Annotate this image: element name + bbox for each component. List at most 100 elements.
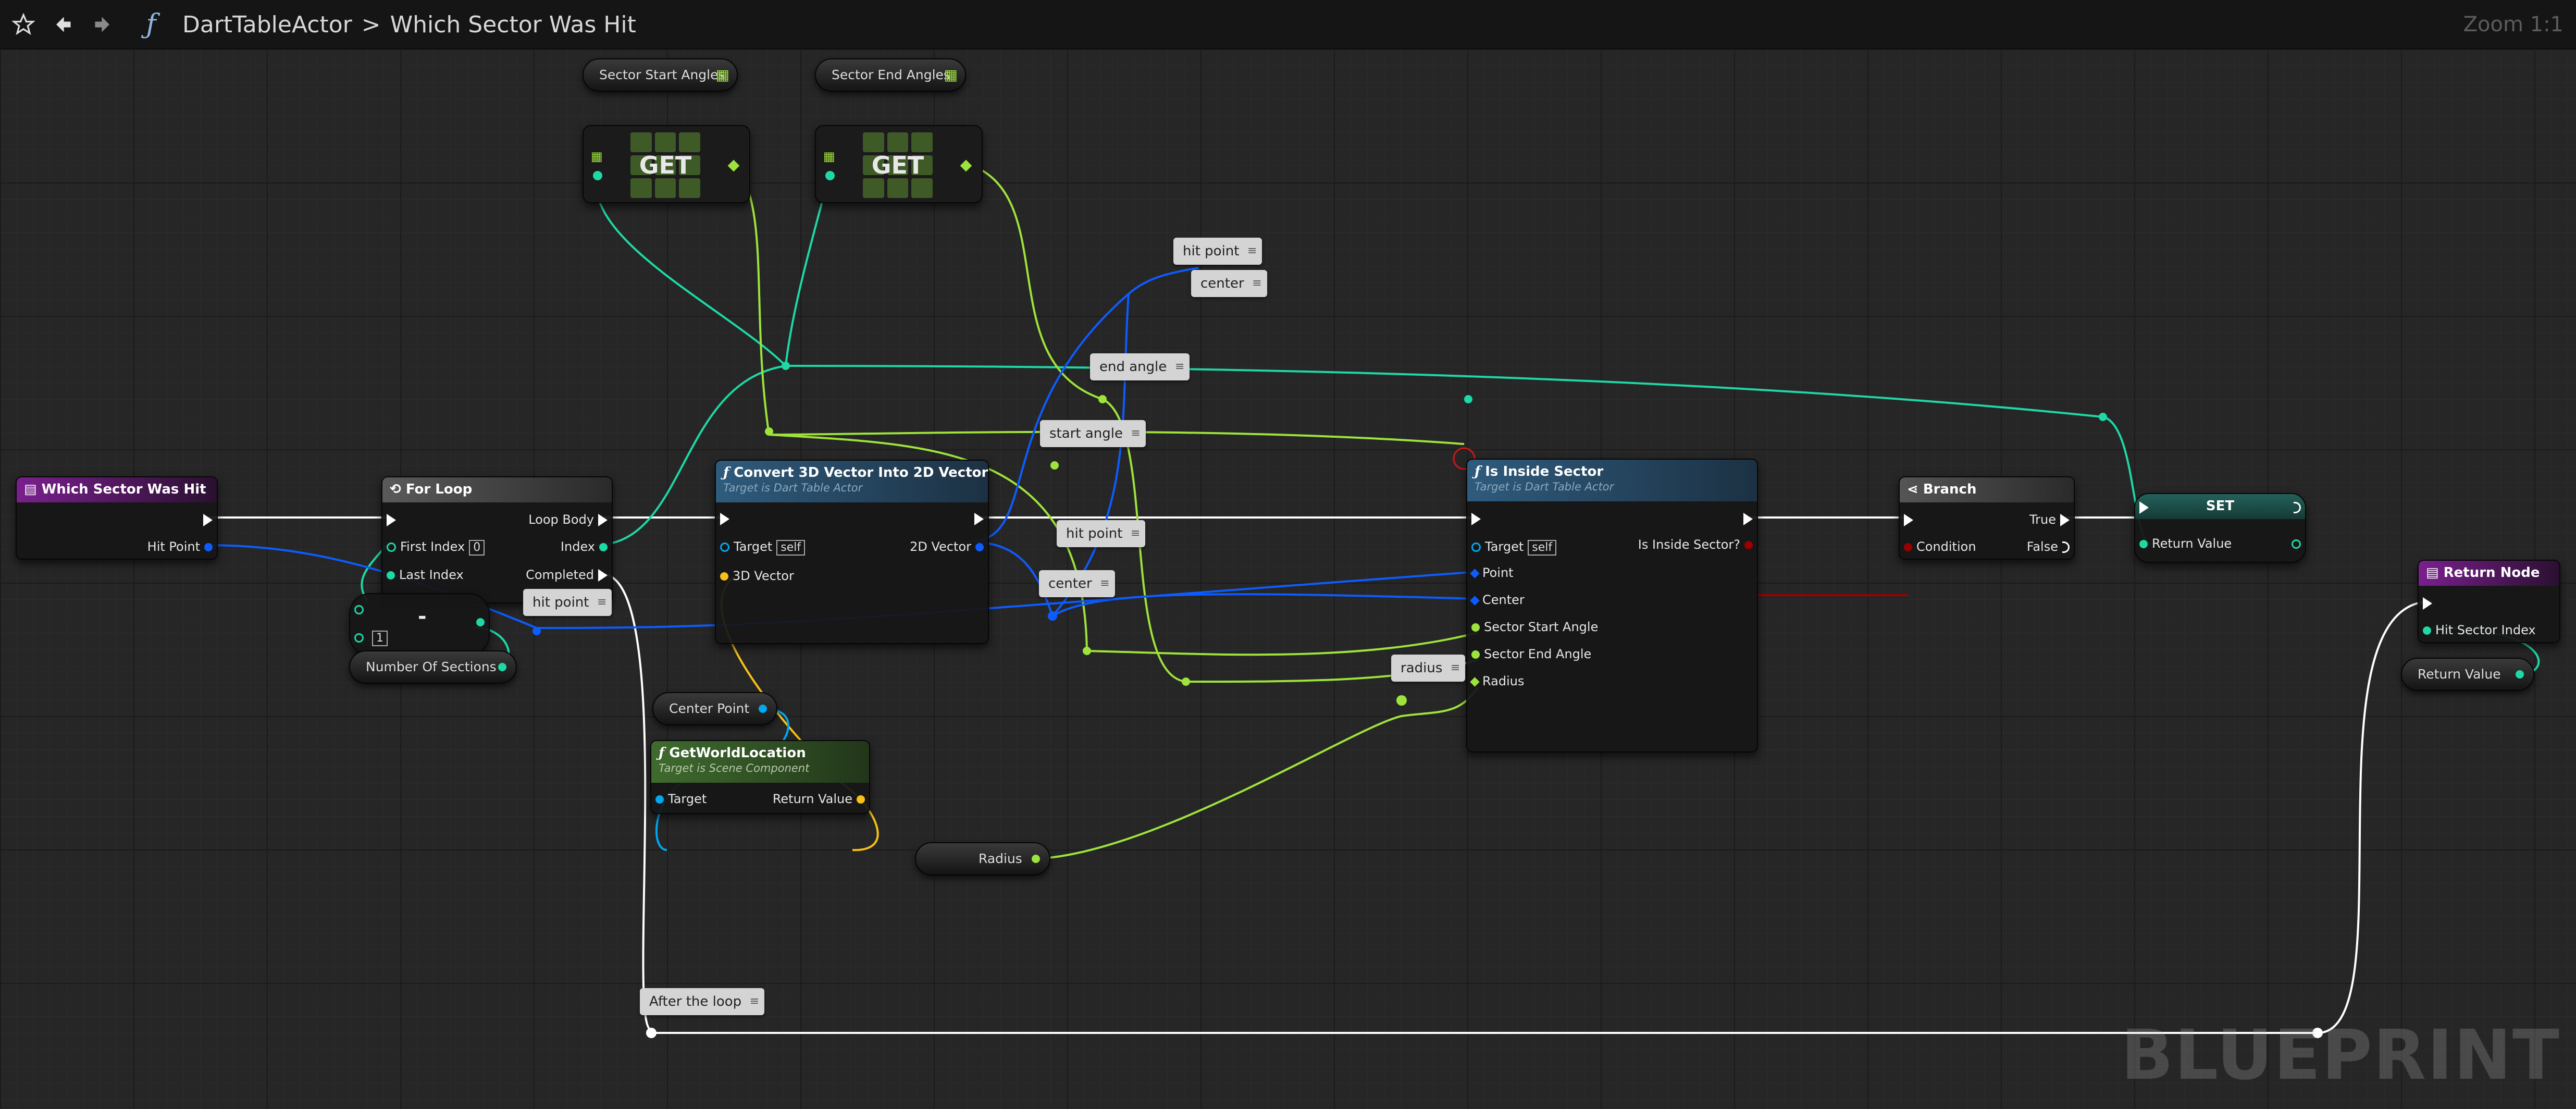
get-output-pin[interactable] — [727, 159, 740, 172]
array-pin-icon: ▦ — [715, 66, 729, 83]
is-inside-header[interactable]: ƒ Is Inside Sector Target is Dart Table … — [1467, 460, 1757, 501]
return-exec-in[interactable] — [2419, 595, 2436, 611]
forward-arrow-icon[interactable] — [85, 0, 122, 49]
reroute-label-center-top[interactable]: center — [1191, 270, 1267, 297]
star-icon[interactable] — [5, 0, 42, 49]
get-node-label: GET — [871, 151, 924, 179]
reroute-label-start-angle[interactable]: start angle — [1040, 420, 1146, 447]
completed-pin[interactable]: Completed — [526, 567, 612, 583]
set-exec-in[interactable] — [2135, 499, 2153, 515]
index-pin[interactable]: Index — [561, 539, 612, 554]
reroute-label-hit-point-top[interactable]: hit point — [1173, 238, 1262, 265]
set-value-pin[interactable]: Return Value — [2135, 536, 2232, 551]
set-output-pin[interactable] — [2287, 536, 2305, 551]
reroute-label-hit-point-mid[interactable]: hit point — [1057, 520, 1146, 547]
subtract-value-input[interactable]: 1 — [372, 631, 388, 646]
center-point-var[interactable]: Center Point — [652, 692, 777, 725]
return-node-header[interactable]: ▤ Return Node — [2419, 561, 2559, 586]
inside-start-pin[interactable]: Sector Start Angle — [1467, 619, 1598, 635]
subtract-input-b[interactable]: 1 — [350, 630, 388, 646]
gwl-target-pin[interactable]: Target — [651, 791, 707, 807]
integer-pin-icon — [498, 663, 506, 671]
wire-center-top — [1051, 293, 1130, 617]
get-world-location-node[interactable]: ƒ GetWorldLocation Target is Scene Compo… — [650, 740, 870, 814]
last-index-pin[interactable]: Last Index — [382, 567, 464, 583]
inside-end-pin[interactable]: Sector End Angle — [1467, 646, 1591, 662]
breadcrumb-class[interactable]: DartTableActor — [182, 11, 352, 38]
reroute-label-hit-point-left[interactable]: hit point — [523, 589, 612, 616]
hit-sector-index-pin[interactable]: Hit Sector Index — [2419, 622, 2536, 638]
number-of-sections-var[interactable]: Number Of Sections — [349, 650, 517, 684]
subtract-input-a[interactable] — [350, 601, 368, 617]
vector2d-pin-icon — [204, 543, 213, 551]
inside-radius-pin[interactable]: Radius — [1467, 673, 1524, 689]
convert-3d-to-2d-node[interactable]: ƒ Convert 3D Vector Into 2D Vector Targe… — [715, 460, 989, 644]
get-node-start-angles[interactable]: GET ▦ — [583, 125, 750, 203]
get-node-end-angles[interactable]: GET ▦ — [815, 125, 983, 203]
entry-exec-out[interactable] — [199, 512, 217, 527]
wire-completed-reroute — [602, 573, 652, 1031]
wire-hitpoint-top — [969, 267, 1199, 543]
get-output-pin[interactable] — [960, 159, 972, 172]
reroute-label-after-loop[interactable]: After the loop — [640, 988, 765, 1015]
reroute-dots — [532, 362, 2323, 1038]
inside-exec-in[interactable] — [1467, 511, 1485, 526]
breadcrumb-function[interactable]: Which Sector Was Hit — [390, 11, 636, 38]
loop-body-pin[interactable]: Loop Body — [528, 512, 612, 527]
subtract-operator: - — [418, 605, 427, 629]
branch-header[interactable]: ⋖ Branch — [1900, 477, 2074, 502]
set-node[interactable]: SET Return Value — [2134, 493, 2306, 563]
branch-false-pin[interactable]: False — [2027, 539, 2074, 554]
set-header[interactable]: SET — [2135, 494, 2305, 519]
convert-3dvector-pin[interactable]: 3D Vector — [716, 568, 794, 584]
inside-result-pin[interactable]: Is Inside Sector? — [1638, 537, 1757, 552]
return-icon: ▤ — [2426, 565, 2444, 581]
inside-exec-out[interactable] — [1739, 511, 1757, 526]
reroute-label-radius[interactable]: radius — [1391, 655, 1466, 682]
get-index-pin[interactable] — [825, 171, 835, 180]
array-pin-icon: ▦ — [944, 66, 958, 83]
gwl-return-pin[interactable]: Return Value — [773, 791, 869, 807]
reroute-label-center-mid[interactable]: center — [1039, 570, 1115, 597]
for-loop-exec-in[interactable] — [382, 512, 400, 527]
return-node[interactable]: ▤ Return Node Hit Sector Index — [2418, 560, 2560, 643]
for-loop-header[interactable]: ⟲ For Loop — [382, 477, 612, 502]
function-entry-node[interactable]: ▤ Which Sector Was Hit Hit Point — [16, 476, 218, 560]
graph-canvas[interactable]: ▤ Which Sector Was Hit Hit Point ⟲ For L… — [0, 49, 2576, 1109]
inside-point-pin[interactable]: Point — [1467, 565, 1514, 581]
array-in-pin[interactable]: ▦ — [823, 149, 835, 164]
get-index-pin[interactable] — [593, 171, 602, 180]
wire-center — [1051, 593, 1478, 617]
get-world-location-header[interactable]: ƒ GetWorldLocation Target is Scene Compo… — [651, 741, 869, 783]
convert-exec-in[interactable] — [716, 511, 734, 526]
subtract-output[interactable] — [472, 614, 489, 630]
subtract-node[interactable]: 1 - — [349, 593, 490, 656]
branch-true-pin[interactable]: True — [2029, 512, 2074, 527]
return-value-var[interactable]: Return Value — [2401, 658, 2534, 691]
back-arrow-icon[interactable] — [44, 0, 80, 49]
set-exec-out[interactable] — [2289, 499, 2305, 515]
sector-end-angles-var[interactable]: Sector End Angles▦ — [815, 58, 966, 92]
branch-node[interactable]: ⋖ Branch Condition True False — [1899, 476, 2075, 560]
entry-icon: ▤ — [24, 482, 42, 497]
radius-var[interactable]: Radius — [915, 842, 1050, 876]
first-index-input[interactable]: 0 — [469, 540, 485, 556]
reroute-label-end-angle[interactable]: end angle — [1090, 353, 1190, 380]
entry-node-header[interactable]: ▤ Which Sector Was Hit — [17, 477, 217, 502]
array-in-pin[interactable]: ▦ — [591, 149, 603, 164]
convert-2dvector-pin[interactable]: 2D Vector — [910, 539, 988, 554]
wire-return-exec — [2317, 600, 2432, 1034]
branch-exec-in[interactable] — [1900, 512, 1917, 527]
sector-start-angles-var[interactable]: Sector Start Angles▦ — [583, 58, 738, 92]
convert-node-header[interactable]: ƒ Convert 3D Vector Into 2D Vector Targe… — [716, 461, 988, 502]
hit-point-pin[interactable]: Hit Point — [147, 539, 217, 554]
convert-exec-out[interactable] — [970, 511, 988, 526]
function-icon: ƒ — [723, 465, 734, 480]
is-inside-sector-node[interactable]: ƒ Is Inside Sector Target is Dart Table … — [1466, 459, 1758, 753]
inside-center-pin[interactable]: Center — [1467, 592, 1525, 608]
branch-condition-pin[interactable]: Condition — [1900, 539, 1976, 554]
